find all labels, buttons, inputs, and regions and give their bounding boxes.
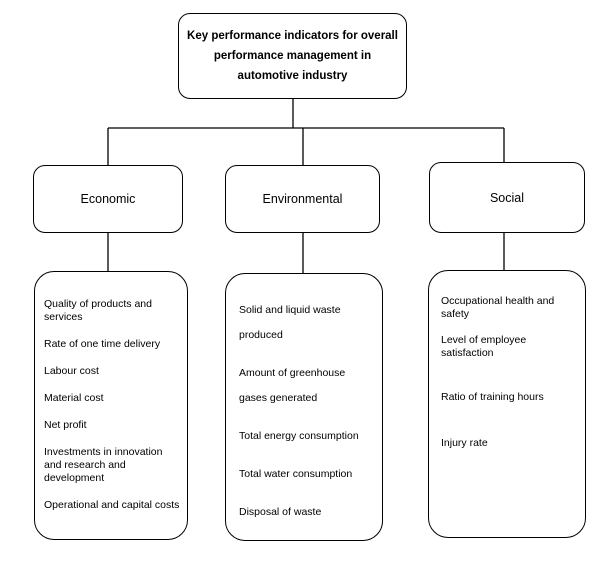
- category-social-label: Social: [489, 190, 525, 205]
- list-item: Ratio of training hours: [441, 391, 544, 403]
- social-indicator-list: Occupational health and safety Level of …: [428, 270, 586, 538]
- list-item: Solid and liquid waste produced: [239, 304, 341, 341]
- list-item: Investments in innovation and research a…: [44, 446, 163, 484]
- list-item: Rate of one time delivery: [44, 338, 161, 350]
- list-item: Labour cost: [44, 365, 99, 377]
- category-environmental: Environmental: [225, 165, 380, 233]
- economic-indicator-list: Quality of products and services Rate of…: [34, 271, 188, 540]
- list-item: Total energy consumption: [239, 430, 359, 442]
- category-environmental-label: Environmental: [262, 192, 343, 206]
- category-social: Social: [429, 162, 585, 233]
- root-title: Key performance indicators for overall p…: [187, 30, 398, 82]
- list-item: Material cost: [44, 392, 104, 404]
- category-economic-label: Economic: [80, 192, 136, 206]
- list-item: Injury rate: [441, 437, 488, 449]
- root-node: Key performance indicators for overall p…: [178, 13, 407, 99]
- list-item: Occupational health and safety: [441, 295, 555, 320]
- list-item: Net profit: [44, 419, 87, 431]
- environmental-indicator-list: Solid and liquid waste produced Amount o…: [225, 273, 383, 541]
- category-economic: Economic: [33, 165, 183, 233]
- list-item: Operational and capital costs: [44, 499, 180, 511]
- list-item: Total water consumption: [239, 468, 353, 480]
- list-item: Level of employee satisfaction: [441, 334, 527, 359]
- list-item: Quality of products and services: [44, 298, 152, 323]
- list-item: Disposal of waste: [239, 506, 322, 518]
- list-item: Amount of greenhouse gases generated: [239, 367, 346, 404]
